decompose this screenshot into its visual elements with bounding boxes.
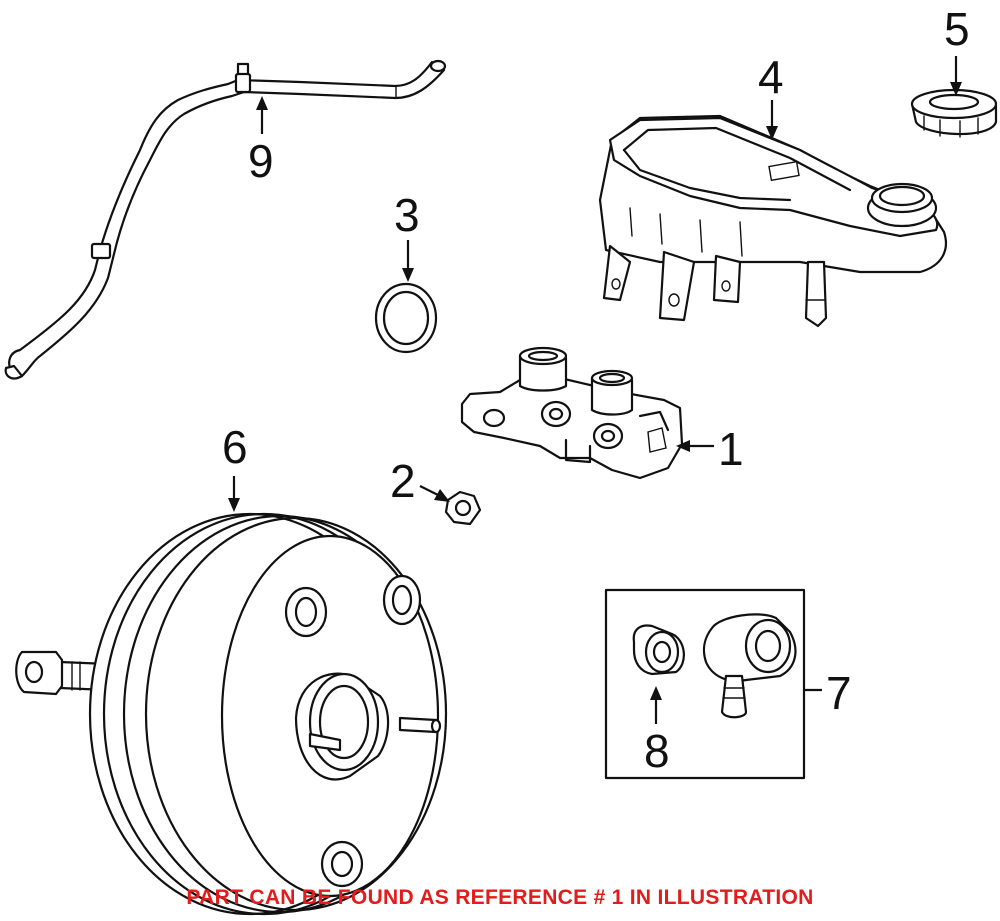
callout-7: 7: [826, 667, 852, 719]
check-valve-kit-part-7: [604, 588, 806, 780]
callout-1: 1: [718, 423, 744, 475]
footer-note: PART CAN BE FOUND AS REFERENCE # 1 IN IL…: [186, 886, 814, 909]
callout-6: 6: [222, 421, 248, 473]
master-cylinder-part-1: [460, 346, 684, 480]
callout-8: 8: [644, 725, 670, 777]
callout-9: 9: [248, 135, 274, 187]
callout-2: 2: [390, 455, 416, 507]
leader-arrows: [228, 56, 962, 724]
callout-5: 5: [944, 3, 970, 55]
grommet-part-8: [632, 624, 685, 676]
reservoir-part-4: [598, 114, 947, 328]
brake-booster-part-6: [15, 512, 448, 916]
callout-4: 4: [758, 51, 784, 103]
o-ring-part-3: [374, 282, 438, 354]
reservoir-cap-part-5: [910, 88, 998, 138]
vacuum-hose-part-9: [4, 59, 447, 380]
callout-3: 3: [394, 189, 420, 241]
nut-part-2: [444, 490, 482, 526]
